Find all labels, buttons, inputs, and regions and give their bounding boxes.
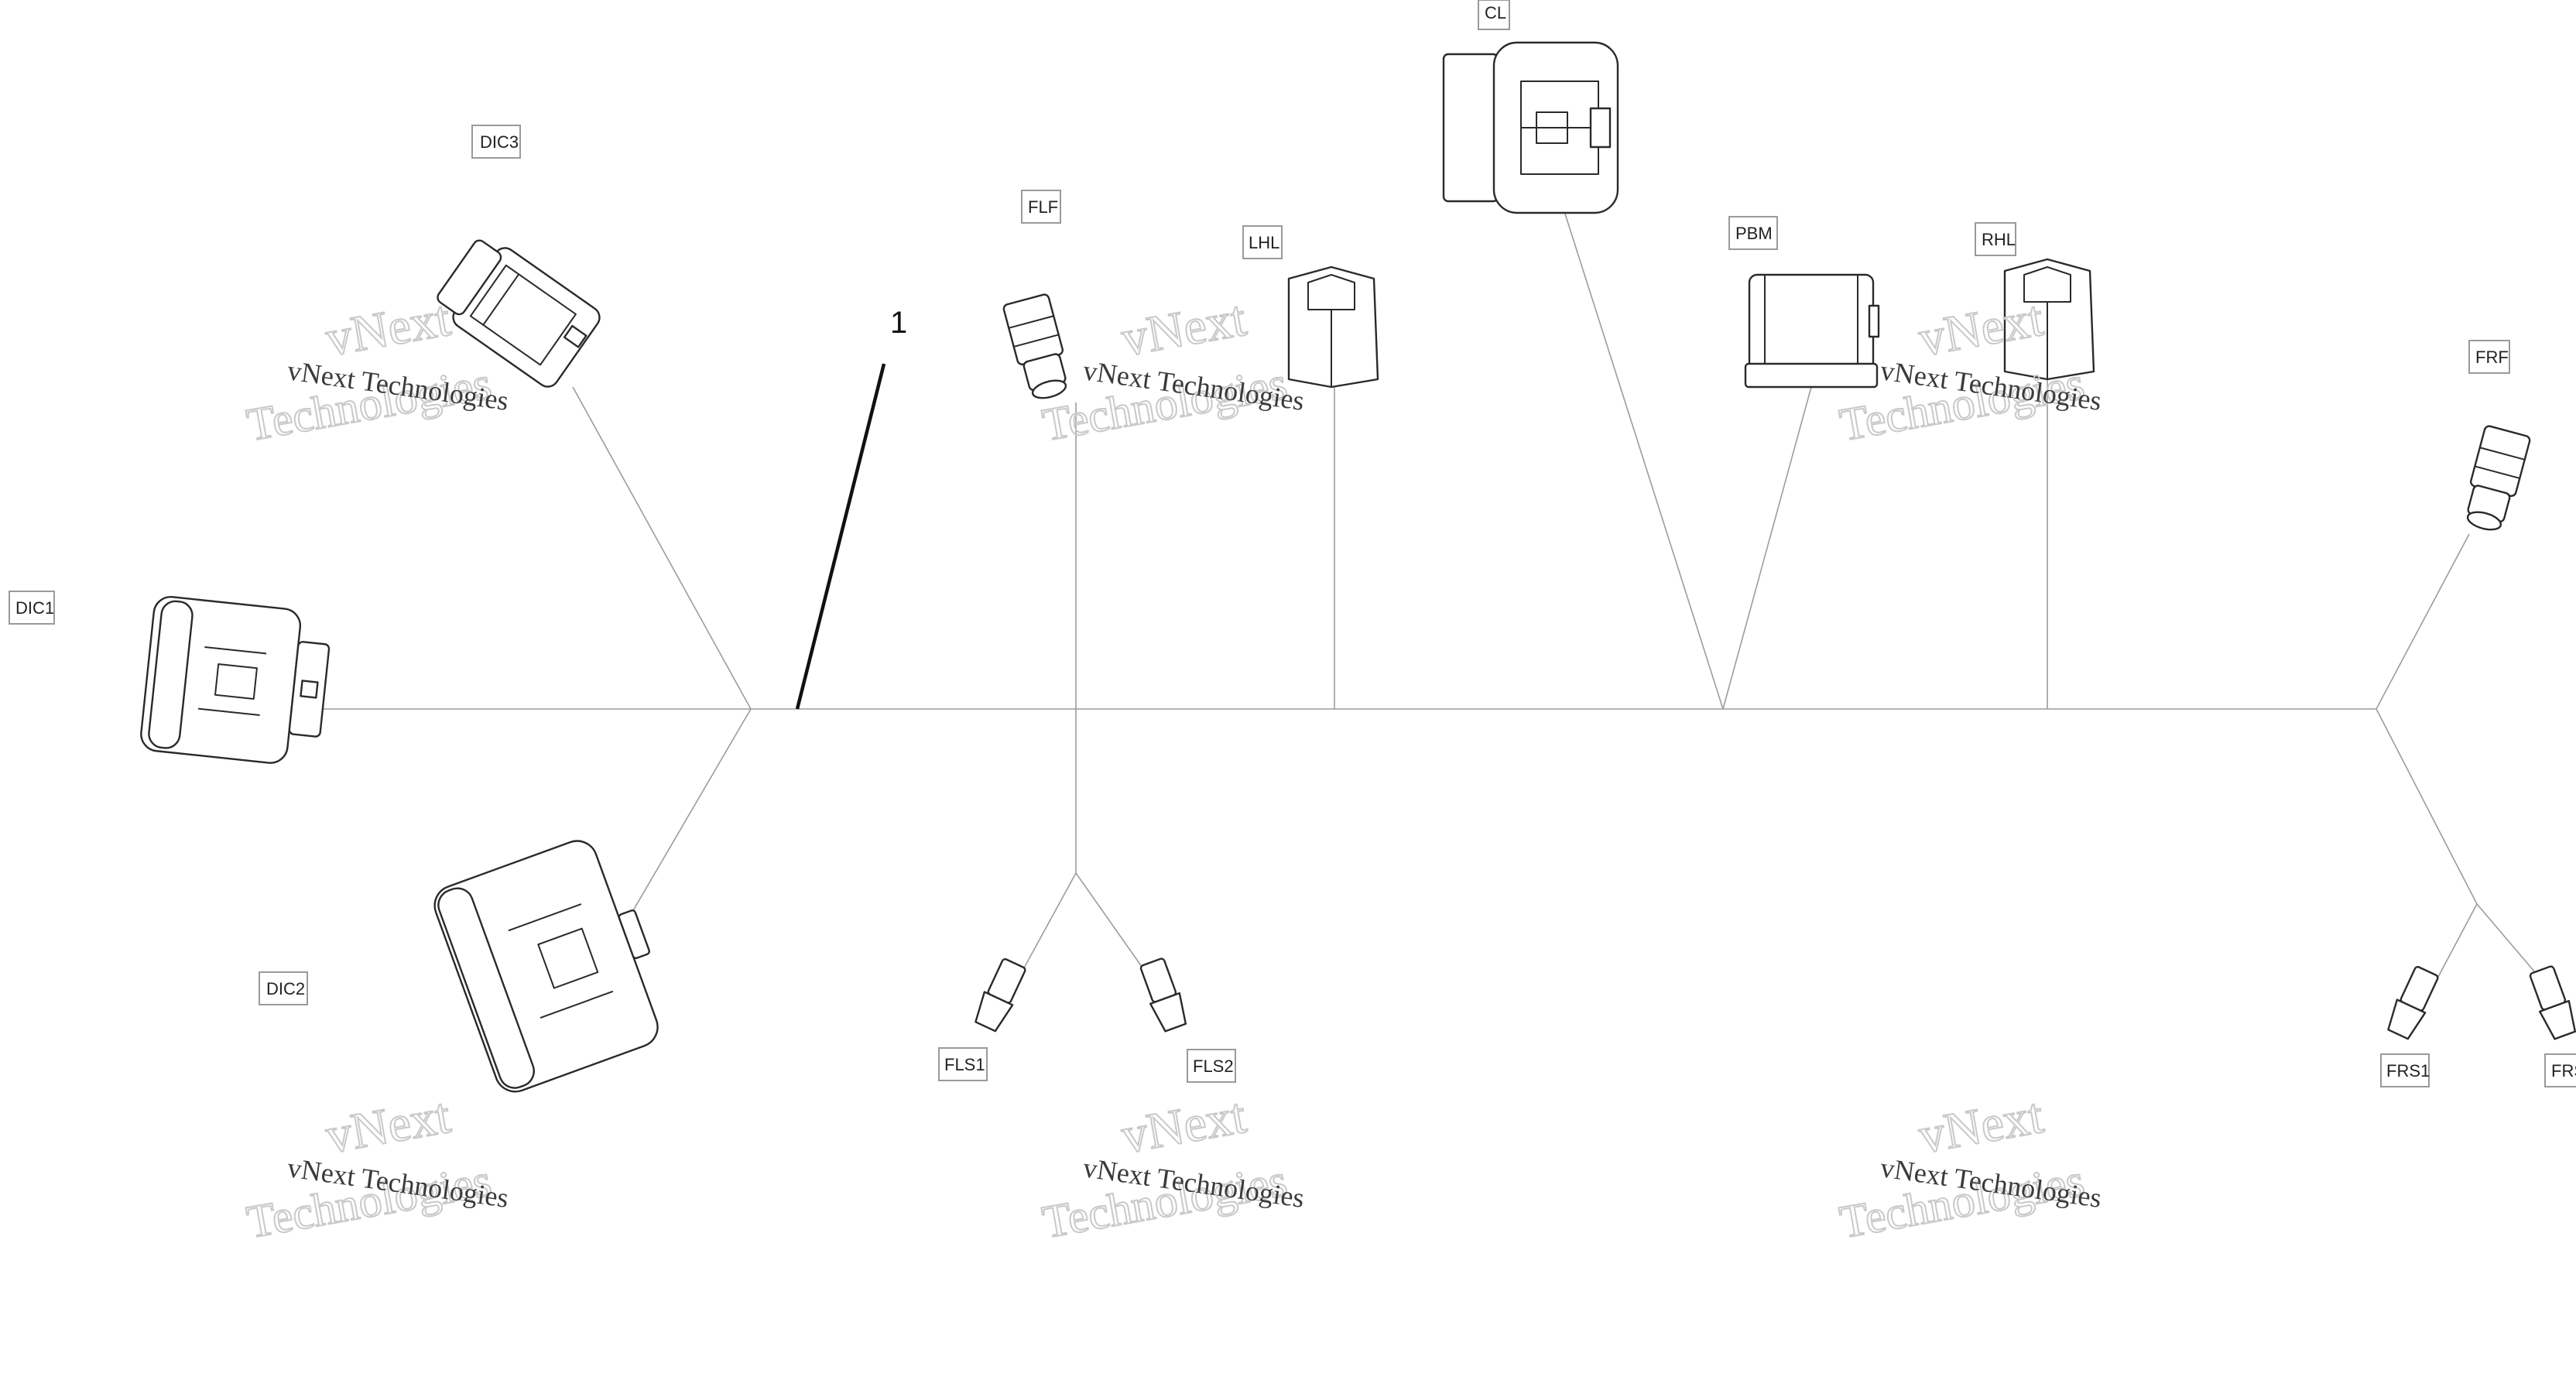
svg-text:vNext: vNext: [1118, 290, 1251, 368]
label-frs2-text: FRS: [2551, 1061, 2576, 1080]
watermark-4: vNext Technologies vNext Technologies: [242, 1087, 511, 1248]
label-fls2-text: FLS2: [1193, 1057, 1234, 1076]
connector-cl[interactable]: [1442, 41, 1619, 214]
label-dic3: DIC3: [471, 125, 521, 159]
watermark-2: vNext Technologies vNext Technologies: [1038, 289, 1307, 451]
connector-fls1[interactable]: [971, 957, 1029, 1033]
label-flf-text: FLF: [1028, 197, 1058, 217]
connector-fls2[interactable]: [1137, 957, 1190, 1033]
label-pbm-text: PBM: [1735, 224, 1773, 243]
label-frs2: FRS: [2544, 1053, 2576, 1087]
label-lhl: LHL: [1242, 225, 1283, 259]
svg-text:vNext: vNext: [1118, 1087, 1251, 1165]
connector-rhl[interactable]: [2003, 258, 2095, 381]
label-lhl-text: LHL: [1249, 233, 1279, 252]
harness-wires: [310, 208, 2540, 978]
label-dic1-text: DIC1: [15, 598, 54, 618]
svg-text:vNext: vNext: [322, 1087, 455, 1165]
watermark-6: vNext Technologies vNext Technologies: [1835, 1087, 2104, 1248]
label-dic1: DIC1: [9, 591, 55, 625]
label-frf: FRF: [2468, 340, 2510, 374]
callout-1: 1: [795, 306, 907, 710]
label-fls1-text: FLS1: [944, 1055, 985, 1074]
label-cl-text: CL: [1485, 3, 1506, 22]
label-dic3-text: DIC3: [480, 132, 519, 152]
label-cl: CL: [1478, 0, 1510, 30]
connector-dic2[interactable]: [429, 830, 679, 1098]
connector-frs1[interactable]: [2384, 964, 2441, 1040]
connector-dic3[interactable]: [430, 231, 603, 391]
label-dic2: DIC2: [259, 971, 308, 1005]
connector-lhl[interactable]: [1287, 265, 1379, 389]
callout-number: 1: [890, 306, 907, 340]
label-fls2: FLS2: [1187, 1049, 1236, 1083]
label-fls1: FLS1: [938, 1047, 988, 1081]
svg-text:vNext: vNext: [322, 290, 455, 368]
label-dic2-text: DIC2: [266, 979, 305, 998]
connector-frf[interactable]: [2460, 425, 2531, 534]
label-rhl: RHL: [1975, 222, 2016, 256]
connector-frs2[interactable]: [2526, 964, 2576, 1040]
label-flf: FLF: [1021, 190, 1061, 224]
label-frs1-text: FRS1: [2386, 1061, 2430, 1080]
connector-pbm[interactable]: [1744, 273, 1880, 389]
label-pbm: PBM: [1728, 216, 1778, 250]
svg-text:vNext: vNext: [1915, 1087, 2048, 1165]
watermark-5: vNext Technologies vNext Technologies: [1038, 1087, 1307, 1248]
label-frs1: FRS1: [2380, 1053, 2430, 1087]
connector-flf[interactable]: [1002, 293, 1074, 402]
label-rhl-text: RHL: [1982, 230, 2016, 249]
label-frf-text: FRF: [2475, 348, 2509, 367]
connector-dic1[interactable]: [139, 595, 333, 768]
